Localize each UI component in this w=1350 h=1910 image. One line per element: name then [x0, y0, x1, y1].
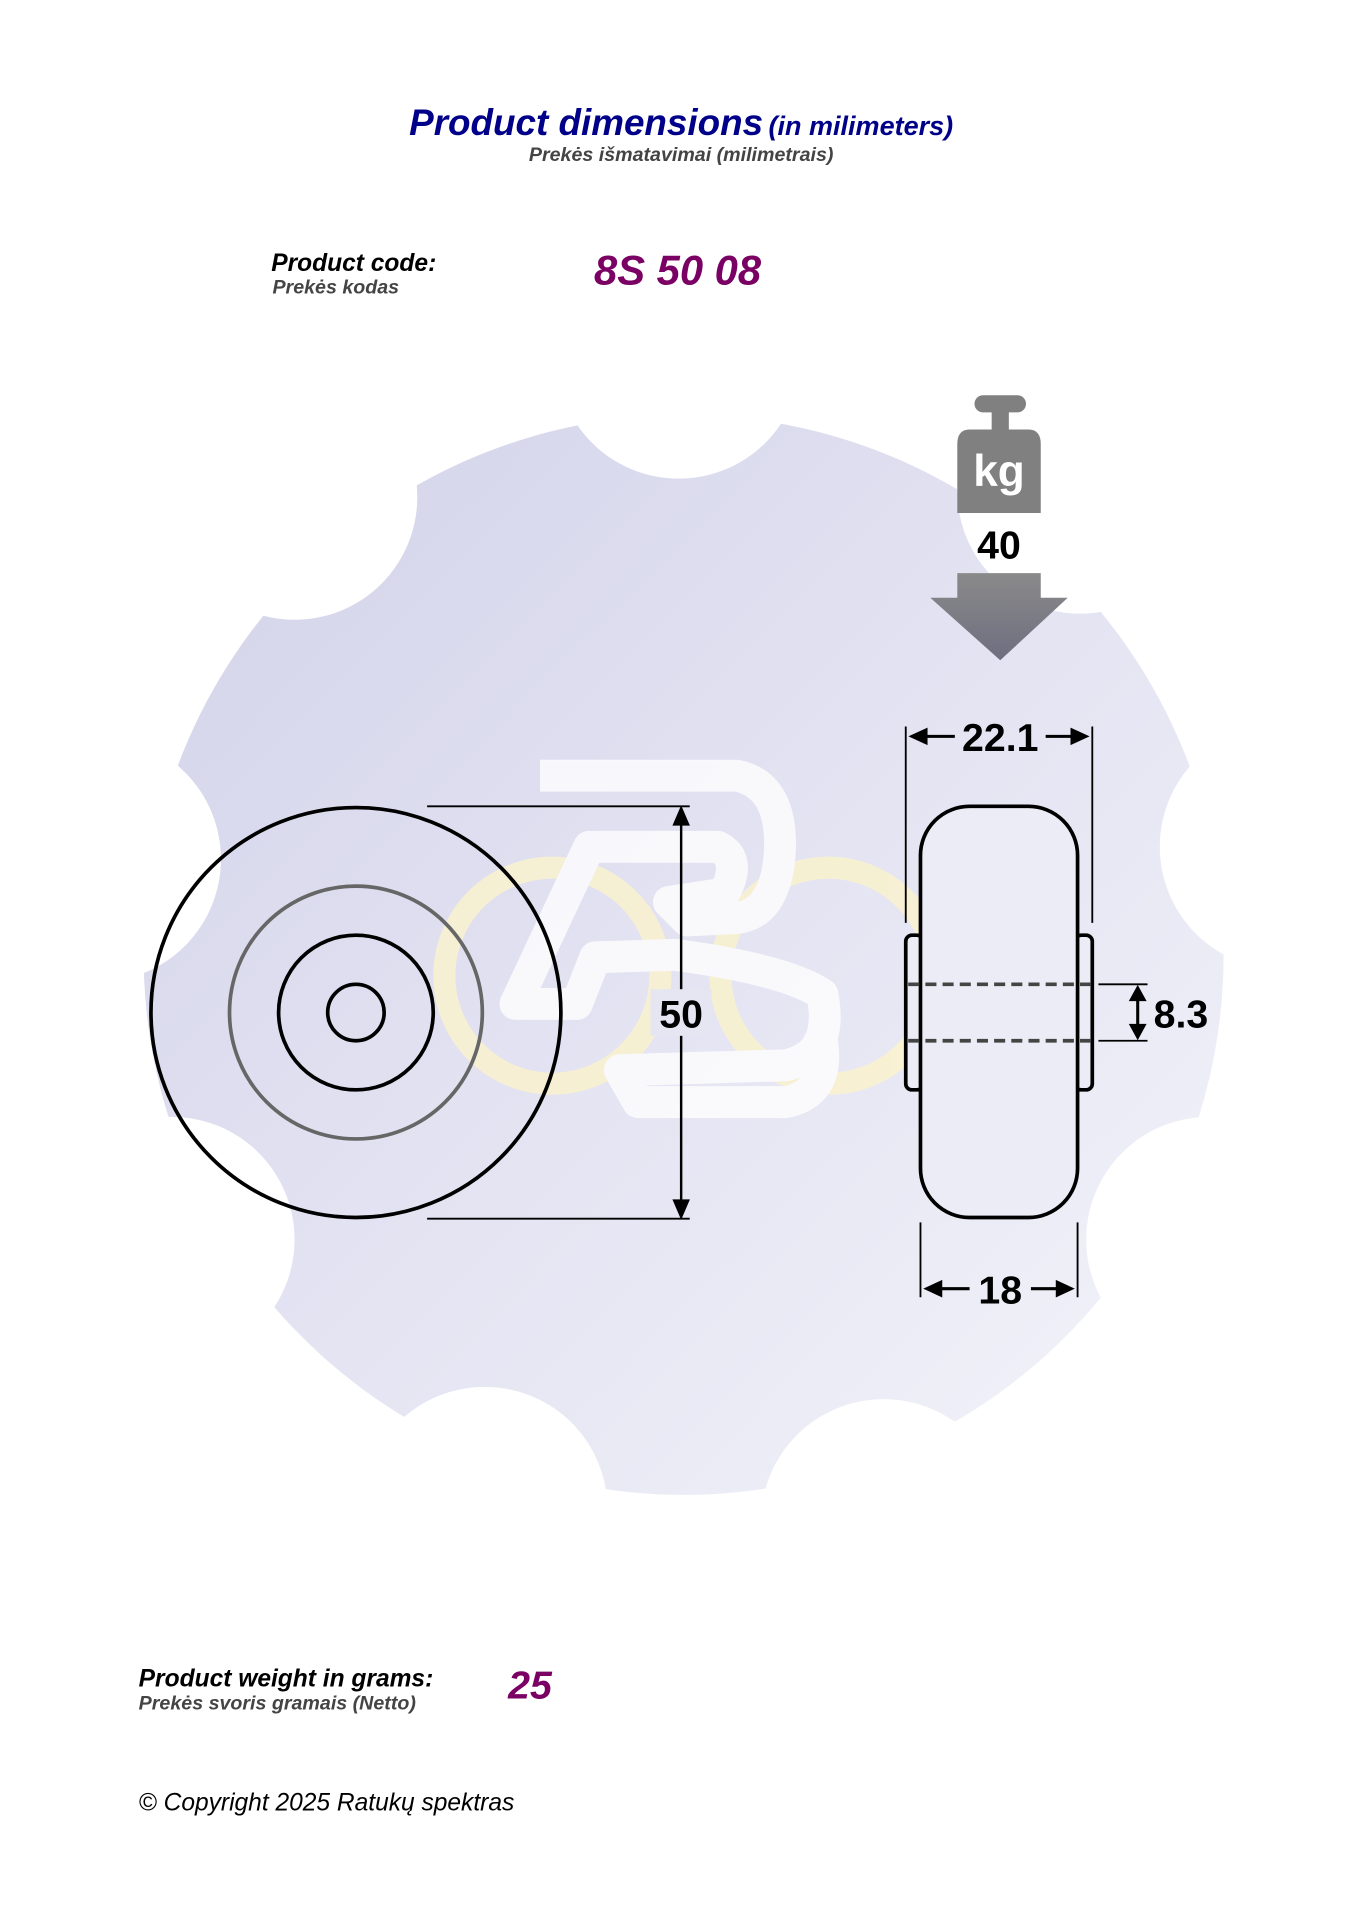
- watermark-logo: [433, 759, 948, 1119]
- tread-width-label: 18: [978, 1268, 1022, 1312]
- diameter-dimension: [427, 805, 712, 1220]
- weight-value: 25: [508, 1662, 552, 1708]
- wheel-front-view: [149, 805, 563, 1220]
- overall-width-dimension: [904, 726, 1094, 923]
- load-unit-label: kg: [973, 447, 1025, 496]
- bore-label: 8.3: [1154, 992, 1209, 1036]
- title-text: Product dimensions: [409, 103, 764, 144]
- load-capacity-label: 40: [977, 523, 1021, 567]
- weight-sublabel: Prekės svoris gramais (Netto): [138, 1693, 416, 1715]
- product-code-label: Product code:: [271, 250, 437, 278]
- product-code-value: 8S 50 08: [594, 247, 762, 295]
- diameter-label: 50: [659, 992, 703, 1036]
- weight-label: Product weight in grams:: [138, 1665, 434, 1693]
- title-unit: (in milimeters): [768, 110, 954, 142]
- overall-width-label: 22.1: [962, 716, 1038, 760]
- load-arrow-icon: [930, 573, 1068, 661]
- bore-dimension: [1098, 983, 1148, 1042]
- weight-kg-icon: [957, 395, 1041, 514]
- background-gear-shape: [0, 233, 1350, 1645]
- wheel-side-view: [903, 804, 1095, 1220]
- copyright: © Copyright 2025 Ratukų spektras: [138, 1789, 515, 1817]
- page-title: Product dimensions (in milimeters): [0, 103, 1350, 145]
- product-code-sublabel: Prekės kodas: [272, 277, 400, 299]
- tread-width-dimension: [919, 1222, 1079, 1298]
- page-subtitle: Prekės išmatavimai (milimetrais): [528, 144, 834, 166]
